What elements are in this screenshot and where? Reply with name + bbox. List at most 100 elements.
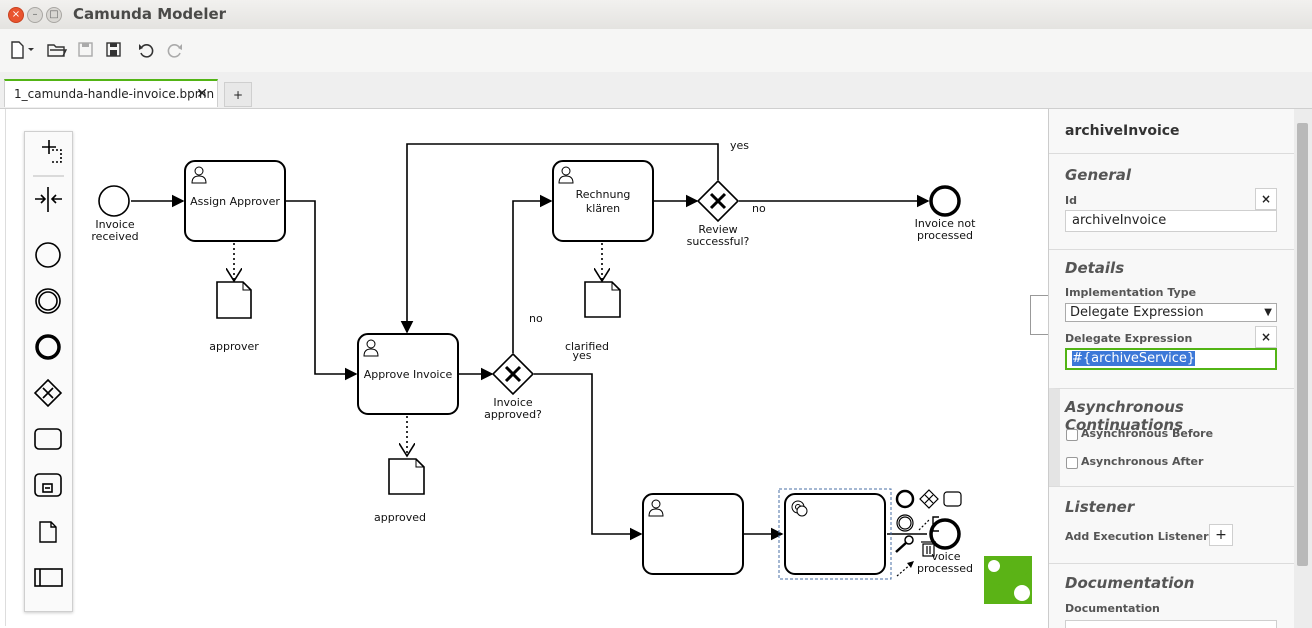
palette-end-event-icon[interactable] bbox=[35, 334, 61, 360]
start-event-label-2: received bbox=[91, 230, 138, 243]
palette-gateway-icon[interactable] bbox=[33, 378, 63, 408]
panel-element-title: archiveInvoice bbox=[1065, 123, 1180, 139]
panel-scrollbar-thumb[interactable] bbox=[1297, 123, 1308, 566]
async-before-label: Asynchronous Before bbox=[1081, 427, 1214, 440]
task-archive-invoice-selected[interactable] bbox=[778, 488, 892, 580]
async-after-checkbox[interactable] bbox=[1066, 457, 1078, 469]
text-annotation-icon[interactable] bbox=[932, 516, 939, 532]
data-associations bbox=[234, 243, 602, 456]
open-button[interactable] bbox=[46, 39, 68, 61]
data-object-clarified-label: clarified bbox=[565, 340, 609, 353]
append-task-icon[interactable] bbox=[943, 491, 962, 507]
flow-assign-to-approve[interactable] bbox=[285, 200, 358, 381]
group-general-title: General bbox=[1065, 166, 1131, 184]
palette-pool-icon[interactable] bbox=[34, 568, 63, 587]
gateway-approved-label-1: Invoice bbox=[493, 396, 533, 409]
gateway-invoice-approved[interactable] bbox=[491, 352, 535, 396]
tab-close-icon[interactable]: ✕ bbox=[196, 86, 208, 102]
bpmn-diagram[interactable]: Invoice received Assign Approver approve… bbox=[6, 109, 1049, 626]
space-tool-icon[interactable] bbox=[35, 187, 62, 212]
data-object-fold bbox=[611, 282, 620, 291]
window-minimize-button[interactable]: – bbox=[27, 7, 43, 23]
save-as-button[interactable] bbox=[103, 39, 125, 61]
user-icon bbox=[363, 339, 379, 357]
documentation-input[interactable] bbox=[1065, 620, 1277, 628]
data-object-fold bbox=[242, 282, 251, 291]
end-event-invoice-not-processed[interactable] bbox=[929, 185, 961, 217]
window-maximize-button[interactable]: □ bbox=[46, 7, 62, 23]
add-execution-listener-button[interactable]: + bbox=[1209, 524, 1233, 546]
group-async: Asynchronous Continuations Asynchronous … bbox=[1049, 388, 1295, 486]
window-title: Camunda Modeler bbox=[73, 5, 227, 23]
hand-tool-icon[interactable] bbox=[42, 140, 62, 163]
diagram-canvas[interactable]: Invoice received Assign Approver approve… bbox=[5, 109, 1049, 626]
add-tab-button[interactable]: + bbox=[224, 82, 252, 107]
gateway-review-successful[interactable] bbox=[696, 179, 740, 223]
sequence-flows bbox=[131, 143, 930, 541]
flow-gateway-yes[interactable] bbox=[534, 373, 643, 541]
selection-outline bbox=[778, 488, 892, 580]
implementation-type-value: Delegate Expression bbox=[1070, 305, 1204, 320]
end-not-processed-label-1: Invoice not bbox=[915, 217, 977, 230]
save-button[interactable] bbox=[75, 39, 97, 61]
flow-label-no: no bbox=[529, 312, 543, 325]
user-icon bbox=[558, 166, 574, 184]
end-not-processed-label-2: processed bbox=[917, 229, 973, 242]
task-rechnung-label-1: Rechnung bbox=[576, 188, 631, 201]
id-clear-button[interactable]: × bbox=[1255, 188, 1277, 210]
append-gateway-icon[interactable] bbox=[919, 489, 939, 509]
delegate-expression-clear-button[interactable]: × bbox=[1255, 326, 1277, 348]
palette-subprocess-icon[interactable] bbox=[34, 473, 62, 497]
task-approve-invoice-label: Approve Invoice bbox=[364, 368, 453, 381]
connect-arrow-icon[interactable] bbox=[896, 561, 914, 577]
user-icon bbox=[648, 499, 664, 517]
flow-label-yes-top: yes bbox=[730, 139, 749, 152]
undo-button[interactable] bbox=[136, 39, 158, 61]
implementation-type-select[interactable]: Delegate Expression ▼ bbox=[1065, 303, 1277, 322]
task-rechnung-label-2: klären bbox=[586, 202, 620, 215]
tab-active-diagram[interactable]: 1_camunda-handle-invoice.bpmn ✕ bbox=[4, 79, 218, 107]
flow-gateway-no[interactable] bbox=[512, 194, 553, 353]
task-assign-approver-label: Assign Approver bbox=[190, 195, 280, 208]
group-listener-title: Listener bbox=[1065, 498, 1135, 516]
group-listener: Listener Add Execution Listener + bbox=[1049, 486, 1295, 563]
new-file-button[interactable] bbox=[9, 39, 34, 61]
task-user-empty[interactable] bbox=[642, 493, 744, 575]
documentation-label: Documentation bbox=[1065, 602, 1160, 615]
wrench-icon[interactable] bbox=[895, 535, 914, 553]
append-intermediate-event-icon[interactable] bbox=[896, 514, 914, 532]
delegate-expression-input[interactable]: #{archiveService} bbox=[1065, 348, 1277, 370]
user-icon bbox=[191, 166, 207, 184]
toolbar bbox=[0, 29, 1312, 73]
implementation-type-label: Implementation Type bbox=[1065, 286, 1197, 299]
start-event-invoice-received[interactable] bbox=[98, 185, 130, 217]
palette-icons bbox=[33, 140, 64, 587]
properties-panel-toggle[interactable] bbox=[1030, 295, 1049, 335]
data-object-approver[interactable] bbox=[216, 281, 252, 319]
palette-task-icon[interactable] bbox=[34, 428, 62, 450]
text-annotation-connector-icon[interactable] bbox=[918, 519, 930, 531]
end-event-invoice-processed[interactable] bbox=[929, 518, 961, 550]
task-rechnung-klaeren[interactable]: Rechnung klären bbox=[552, 160, 654, 242]
redo-button[interactable] bbox=[163, 39, 185, 61]
task-assign-approver[interactable]: Assign Approver bbox=[184, 160, 286, 242]
open-folder-icon bbox=[47, 44, 68, 57]
async-before-checkbox[interactable] bbox=[1066, 429, 1078, 441]
palette-start-event-icon[interactable] bbox=[35, 242, 61, 268]
flow-label-yes-bottom: yes bbox=[572, 349, 591, 362]
group-general: General Id × archiveInvoice bbox=[1049, 153, 1295, 249]
palette-data-object-icon[interactable] bbox=[39, 521, 57, 543]
add-execution-listener-label: Add Execution Listener bbox=[1065, 530, 1209, 543]
window-close-button[interactable]: × bbox=[8, 7, 24, 23]
panel-scrollbar[interactable] bbox=[1294, 109, 1312, 628]
flow-review-yes[interactable] bbox=[400, 143, 719, 334]
id-input[interactable]: archiveInvoice bbox=[1065, 210, 1277, 232]
append-end-event-icon[interactable] bbox=[895, 489, 915, 509]
data-object-clarified[interactable] bbox=[584, 281, 621, 318]
trash-icon[interactable] bbox=[921, 541, 936, 557]
properties-panel: archiveInvoice General Id × archiveInvoi… bbox=[1048, 109, 1295, 628]
task-approve-invoice[interactable]: Approve Invoice bbox=[357, 333, 459, 415]
palette-intermediate-event-icon[interactable] bbox=[35, 288, 61, 314]
group-documentation: Documentation Documentation bbox=[1049, 563, 1295, 628]
data-object-approved[interactable] bbox=[388, 458, 425, 495]
